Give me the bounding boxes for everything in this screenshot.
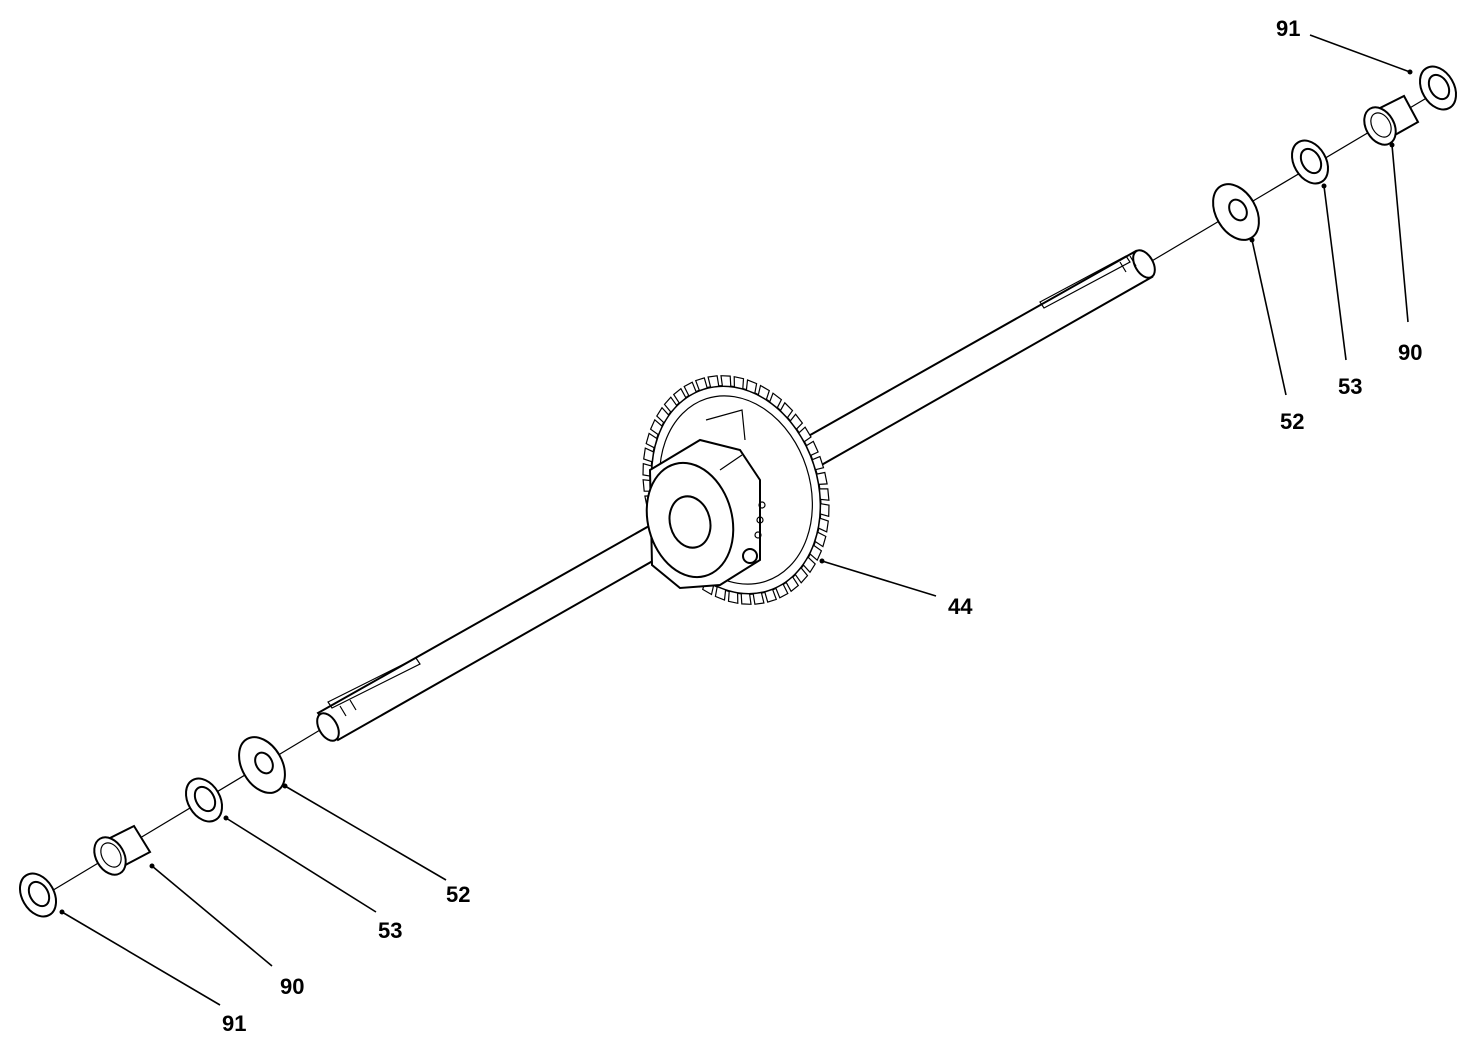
gear-tooth <box>727 590 739 605</box>
gear-tooth <box>649 418 663 436</box>
gear-tooth <box>663 396 678 414</box>
gear-tooth <box>733 375 745 390</box>
gear-tooth <box>802 556 816 574</box>
gear-tooth <box>672 387 687 405</box>
gear-tooth <box>768 392 783 409</box>
gear-tooth <box>740 592 752 605</box>
callout-53-bottom: 53 <box>378 918 402 943</box>
gear-tooth <box>714 585 727 601</box>
gear-tooth <box>785 575 800 593</box>
gear-tooth <box>789 413 804 431</box>
callout-52-bottom: 52 <box>446 882 470 907</box>
gear-tooth <box>645 432 658 449</box>
gear-tooth <box>814 531 827 548</box>
gear-tooth <box>764 588 778 603</box>
callout-90-bottom: 90 <box>280 974 304 999</box>
bearing-91-left <box>18 872 58 918</box>
callout-90-top: 90 <box>1398 340 1422 365</box>
gear-tooth <box>815 471 828 486</box>
gear-tooth <box>811 455 825 471</box>
gear-tooth <box>656 406 670 424</box>
gear-tooth <box>757 384 771 401</box>
gear-tooth <box>817 517 829 533</box>
callout-91-top: 91 <box>1276 16 1300 41</box>
gear-tooth <box>798 426 812 443</box>
gear-tooth <box>694 377 708 392</box>
gear-tooth <box>818 488 830 501</box>
gear-tooth <box>720 375 732 388</box>
callout-53-top: 53 <box>1338 374 1362 399</box>
gear-tooth <box>805 440 819 457</box>
spacer-53-right <box>1290 139 1330 185</box>
bearing-91-right <box>1418 65 1458 111</box>
gear-tooth <box>779 401 794 419</box>
gear-tooth <box>745 379 758 395</box>
bushing-90-left <box>93 824 152 876</box>
gear-tooth <box>752 592 765 605</box>
callout-91-bottom: 91 <box>222 1011 246 1036</box>
gear-tooth <box>794 566 809 584</box>
gear-tooth <box>809 544 823 562</box>
bushing-90-right <box>1363 94 1420 146</box>
gear-assembly <box>642 375 830 605</box>
washer-52-right <box>1212 183 1260 241</box>
gear-tooth <box>775 583 789 599</box>
gear-tooth <box>683 381 697 397</box>
gear-tooth <box>643 447 655 463</box>
callout-52-top: 52 <box>1280 409 1304 434</box>
gear-tooth <box>707 375 720 388</box>
spacer-53-left <box>184 777 224 823</box>
gear-tooth <box>819 502 830 518</box>
leader-lines <box>59 34 1413 1006</box>
callout-44-gear: 44 <box>948 594 973 619</box>
washer-52-left <box>238 736 286 794</box>
